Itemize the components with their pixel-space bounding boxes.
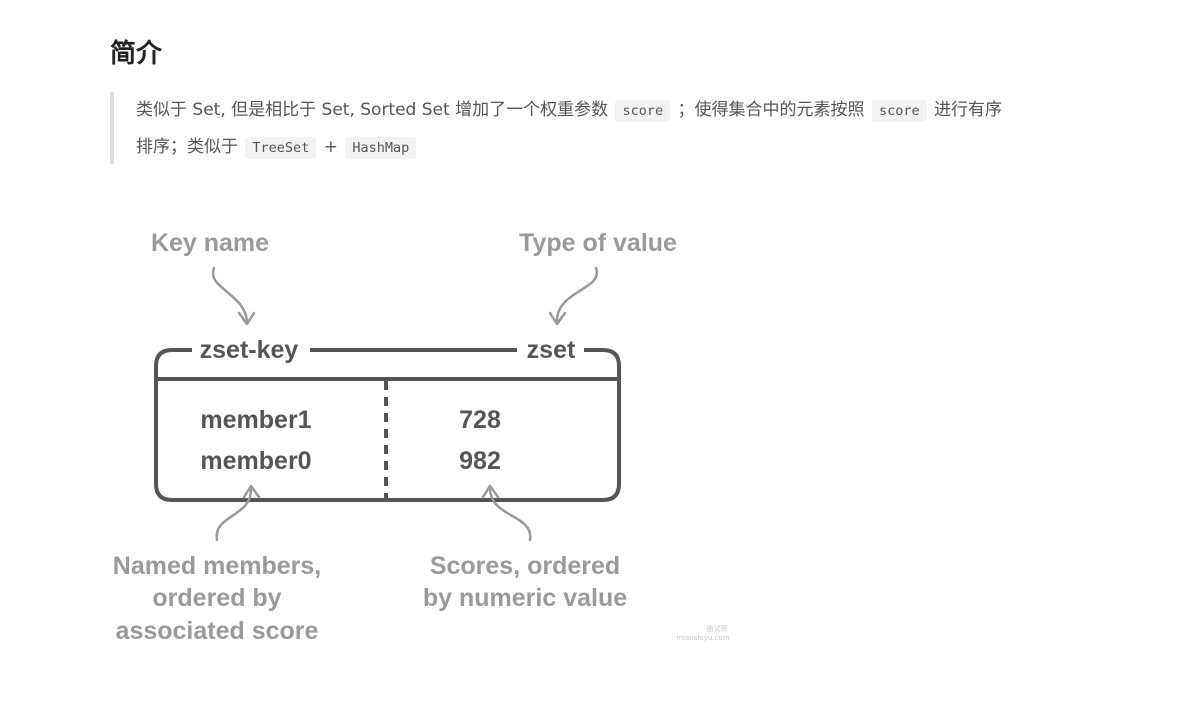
code-hashmap: HashMap [345, 137, 417, 159]
members-caption-line: associated score [116, 617, 319, 645]
intro-plus: + [323, 137, 338, 157]
code-score-1: score [615, 100, 671, 122]
scores-arrow [481, 484, 532, 542]
members-caption-line: Named members, [113, 552, 321, 580]
member-name: member1 [200, 406, 311, 434]
member-score: 728 [459, 406, 501, 434]
code-score-2: score [871, 100, 927, 122]
members-caption-line: ordered by [152, 584, 281, 612]
type-of-value-arrow [548, 266, 599, 326]
intro-line-1: 类似于 Set, 但是相比于 Set, Sorted Set 增加了一个权重参数… [136, 92, 1140, 129]
intro-line-2: 排序；类似于 TreeSet + HashMap [136, 129, 1140, 166]
members-arrow [215, 484, 261, 542]
member-name: member0 [200, 447, 311, 475]
section-heading: 简介 [110, 39, 163, 69]
key-name-label: Key name [151, 229, 269, 257]
intro-blockquote: 类似于 Set, 但是相比于 Set, Sorted Set 增加了一个权重参数… [110, 92, 1140, 164]
code-treeset: TreeSet [245, 137, 317, 159]
zset-type-text: zset [527, 336, 576, 364]
intro-text-4: 排序；类似于 [136, 137, 238, 157]
zset-key-text: zset-key [200, 336, 299, 364]
type-of-value-label: Type of value [519, 229, 677, 257]
scores-caption-line: by numeric value [423, 584, 627, 612]
intro-text-1: 类似于 Set, 但是相比于 Set, Sorted Set 增加了一个权重参数 [136, 100, 609, 120]
zset-box [154, 348, 621, 502]
scores-caption-line: Scores, ordered [430, 552, 620, 580]
intro-text-2: ；使得集合中的元素按照 [677, 100, 865, 120]
key-name-arrow [211, 266, 256, 326]
member-score: 982 [459, 447, 501, 475]
watermark-text: 面试哥 [707, 624, 728, 633]
intro-text-3: 进行有序 [933, 100, 1002, 120]
watermark-text: mianshiyu.com [676, 634, 729, 642]
